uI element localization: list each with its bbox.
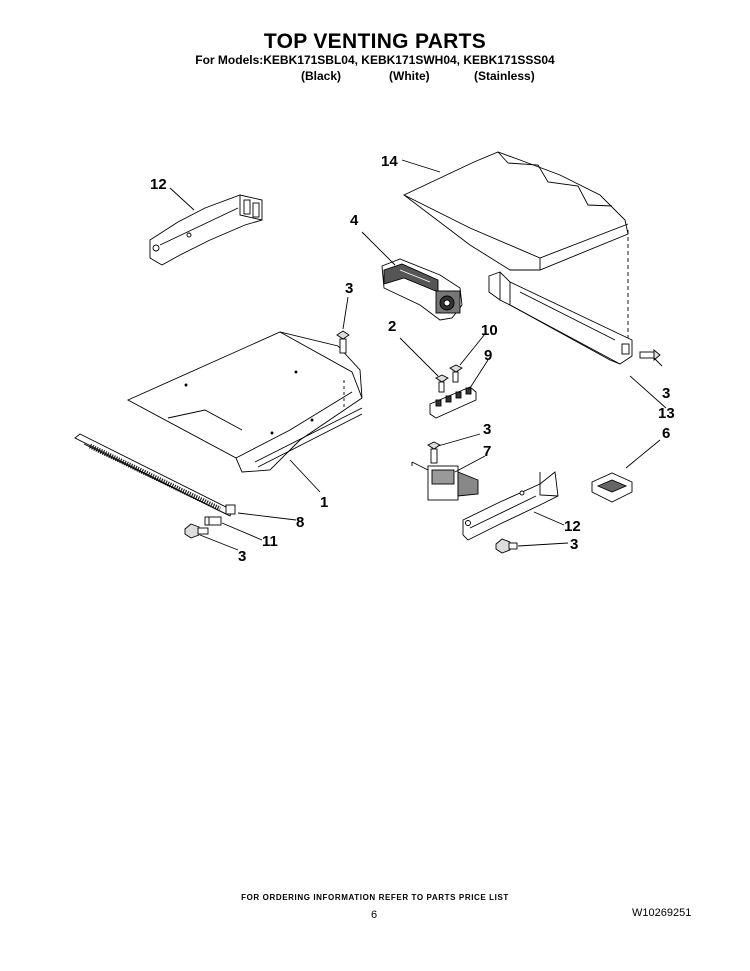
callout-3-bracket: 3 (570, 536, 578, 553)
finish-black: (Black) (301, 69, 342, 83)
callout-1: 1 (320, 494, 328, 511)
callout-7: 7 (483, 443, 491, 460)
part-8-trim-strip[interactable] (74, 433, 236, 517)
part-12-lower-bracket[interactable] (462, 471, 559, 541)
page-number: 6 (371, 909, 378, 921)
part-1-vent-duct[interactable] (126, 331, 363, 473)
part-14-vent-cover[interactable] (403, 151, 629, 345)
callout-8: 8 (296, 514, 304, 531)
callout-6: 6 (662, 425, 670, 442)
document-number: W10269251 (632, 907, 692, 919)
callout-labels: 14 12 4 3 2 10 9 3 13 3 7 6 1 8 11 3 12 … (150, 153, 675, 565)
callout-9: 9 (484, 347, 492, 364)
part-7-switch[interactable] (411, 461, 479, 501)
screws (184, 330, 661, 554)
screw-3-bracket[interactable] (495, 538, 518, 554)
ordering-note: FOR ORDERING INFORMATION REFER TO PARTS … (241, 893, 509, 902)
callout-3-switch: 3 (483, 421, 491, 438)
callout-10: 10 (481, 322, 498, 339)
model-list: For Models:KEBK171SBL04, KEBK171SWH04, K… (195, 53, 555, 67)
callout-3-left: 3 (238, 548, 246, 565)
part-4-damper-motor[interactable] (381, 258, 463, 321)
screw-10[interactable] (449, 364, 463, 383)
callout-3-top: 3 (345, 280, 353, 297)
screw-2[interactable] (435, 374, 449, 393)
callout-2: 2 (388, 318, 396, 335)
screw-3-top[interactable] (336, 330, 350, 354)
leader-lines (169, 159, 667, 551)
part-12-upper-bracket[interactable] (149, 194, 263, 266)
part-9-terminal-block[interactable] (429, 386, 477, 419)
callout-14: 14 (381, 153, 398, 170)
part-13-rear-bracket[interactable] (488, 271, 633, 365)
callout-11: 11 (262, 533, 278, 550)
screw-3-left[interactable] (184, 523, 209, 539)
part-11-spacer[interactable] (204, 516, 222, 526)
page-title: TOP VENTING PARTS (263, 30, 487, 53)
finish-white: (White) (389, 69, 430, 83)
callout-12-lower: 12 (564, 518, 581, 535)
finish-stainless: (Stainless) (474, 69, 535, 83)
callout-3-rear: 3 (662, 385, 670, 402)
part-6-clip[interactable] (591, 472, 633, 503)
screw-3-switch[interactable] (427, 441, 441, 464)
callout-4: 4 (350, 212, 359, 229)
screw-3-rear[interactable] (639, 349, 661, 361)
callout-12-upper: 12 (150, 176, 167, 193)
callout-13: 13 (658, 405, 675, 422)
